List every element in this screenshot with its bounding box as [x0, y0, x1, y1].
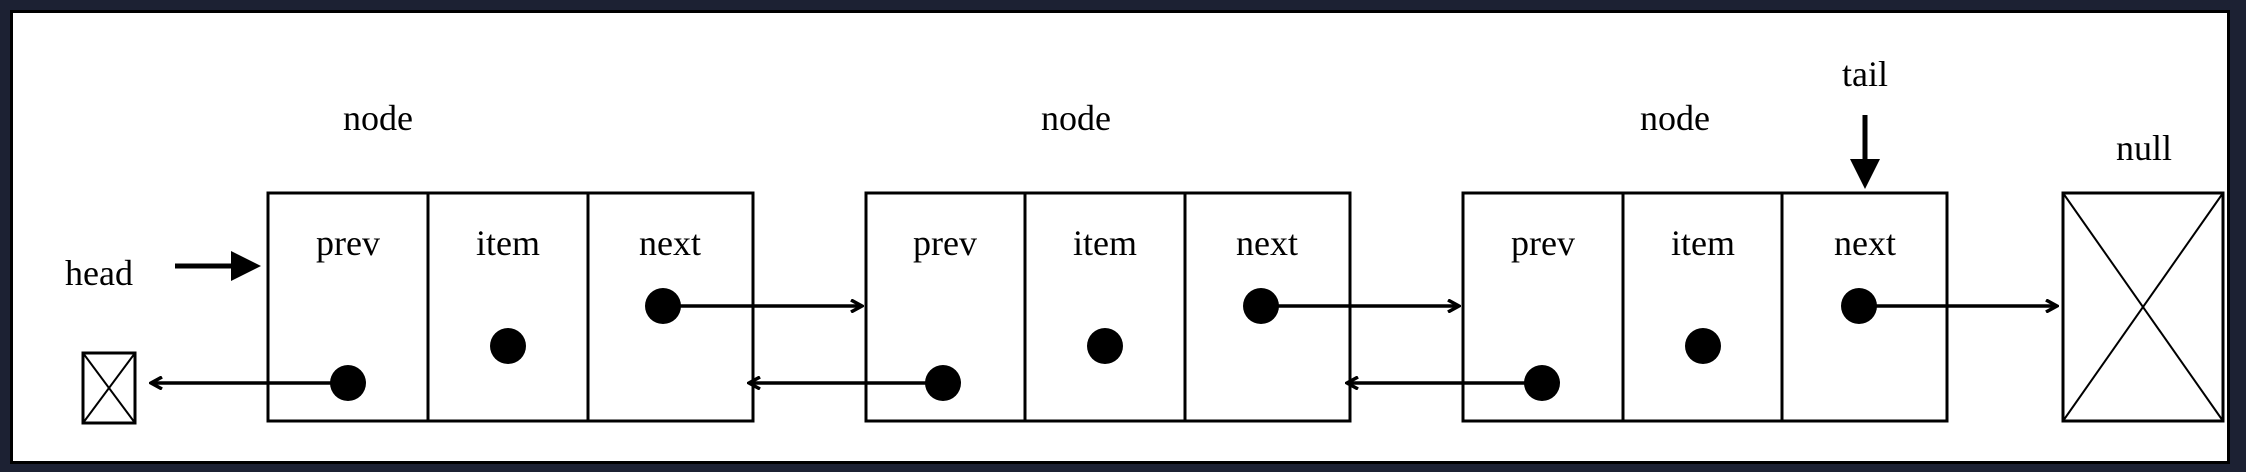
head-label: head — [65, 253, 133, 293]
node-3-item-label: item — [1671, 223, 1735, 263]
node-2-next-label: next — [1236, 223, 1298, 263]
diagram-frame: node prev item next node prev item next — [10, 10, 2230, 464]
head-pointer: head — [65, 251, 261, 293]
tail-pointer: tail — [1842, 54, 1888, 189]
null-terminal: null — [2061, 128, 2225, 423]
node-3-next-label: next — [1834, 223, 1896, 263]
node-3: node prev item next — [1461, 98, 1949, 423]
tail-label: tail — [1842, 54, 1888, 94]
node-1-next-label: next — [639, 223, 701, 263]
node-2: node prev item next — [864, 98, 1352, 423]
head-arrow-head — [231, 251, 261, 281]
node-1-item-label: item — [476, 223, 540, 263]
small-null-box — [81, 351, 137, 425]
node-1-title: node — [343, 98, 413, 138]
node-3-prev-label: prev — [1511, 223, 1575, 263]
node-2-item-label: item — [1073, 223, 1137, 263]
tail-arrow-head — [1850, 159, 1880, 189]
node-1: node prev item next — [266, 98, 755, 423]
node-3-item-dot — [1685, 328, 1721, 364]
node-2-prev-label: prev — [913, 223, 977, 263]
node-3-title: node — [1640, 98, 1710, 138]
node-2-item-dot — [1087, 328, 1123, 364]
null-box-cross-2 — [2062, 192, 2224, 422]
null-label: null — [2116, 128, 2172, 168]
node-2-title: node — [1041, 98, 1111, 138]
node-1-item-dot — [490, 328, 526, 364]
small-null-cross-2 — [82, 352, 136, 424]
doubly-linked-list-diagram: node prev item next node prev item next — [65, 54, 2225, 425]
node-1-prev-label: prev — [316, 223, 380, 263]
